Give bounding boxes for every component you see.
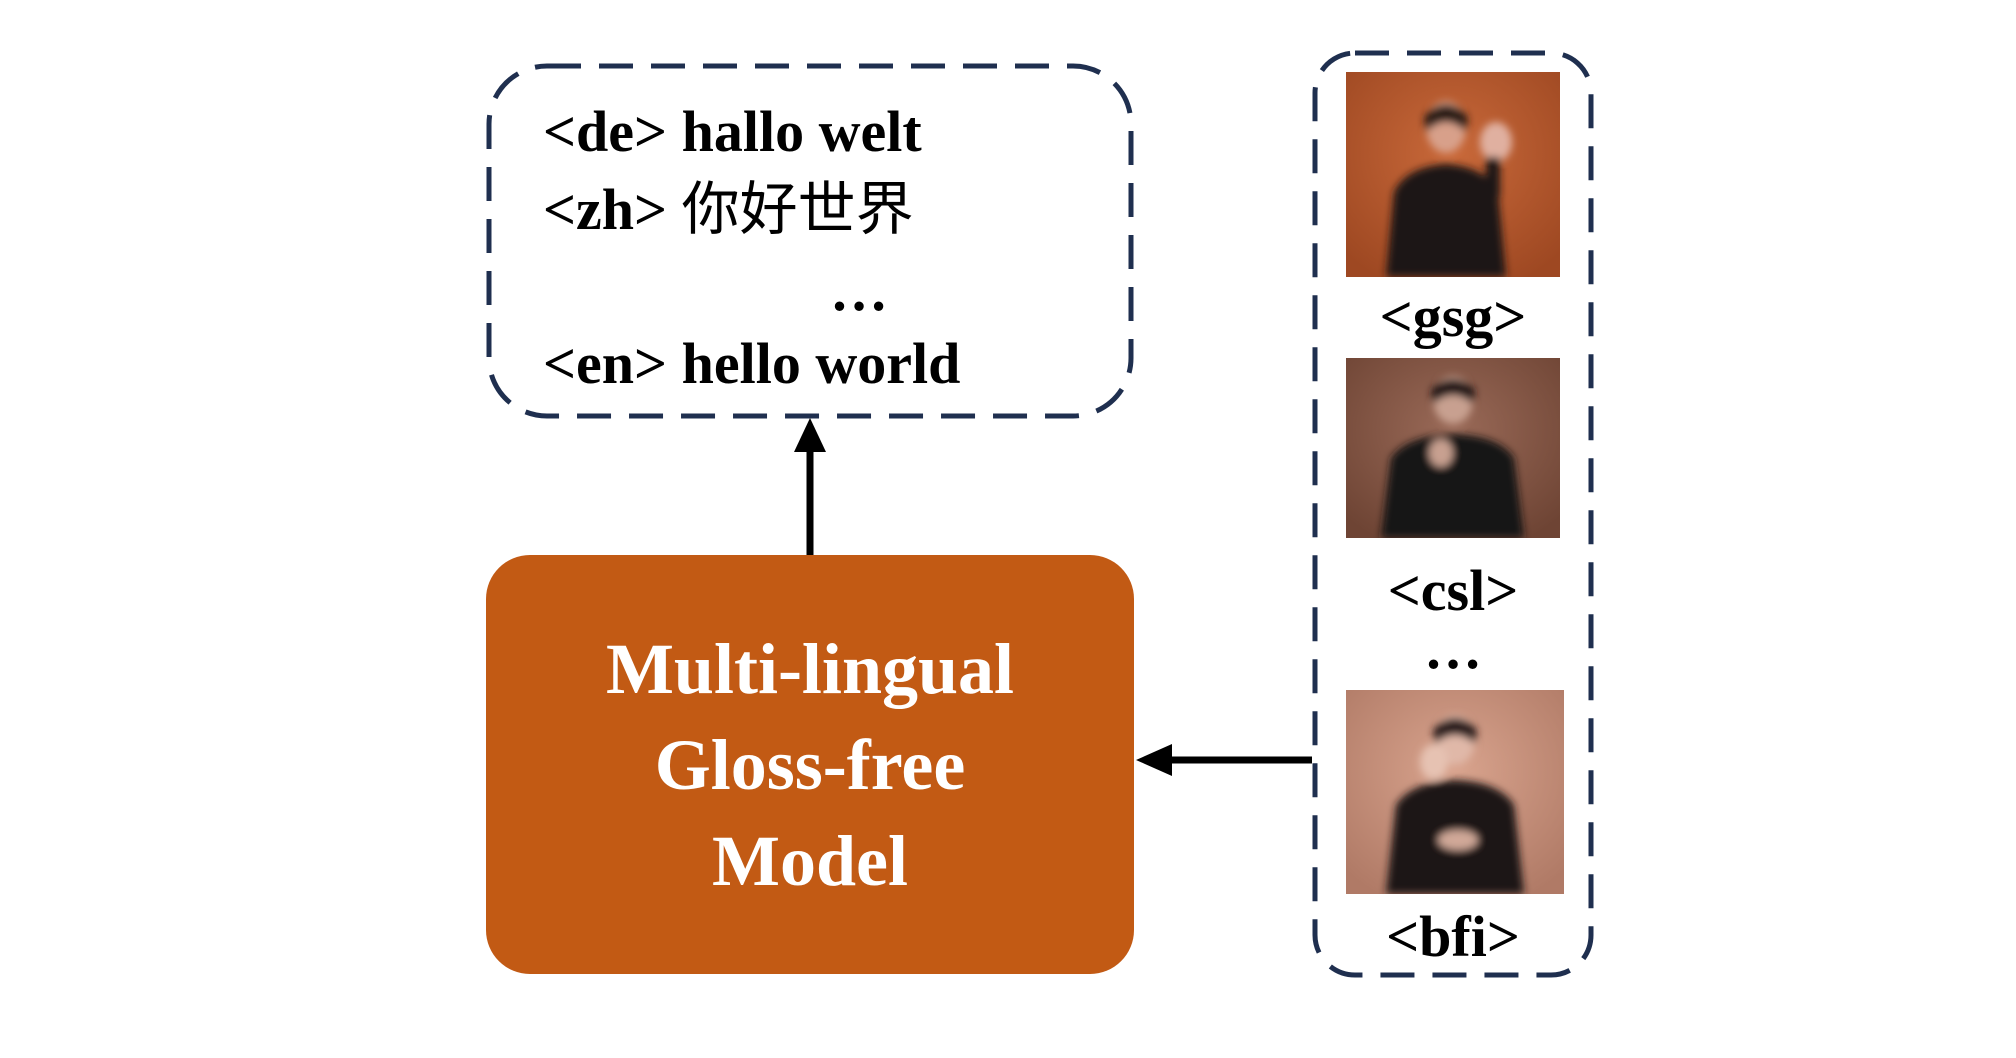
output-text-zh: 你好世界	[681, 175, 914, 243]
model-title-line-1: Multi-lingual	[605, 628, 1015, 709]
sign-video-inputs-box	[1312, 50, 1594, 978]
signer-video-frame-icon	[1346, 358, 1560, 538]
model-title-line-2: Gloss-free	[654, 724, 966, 805]
model-title-line-3: Model	[712, 820, 908, 901]
output-line-en: <en> hello world	[543, 335, 960, 393]
output-translations-box	[486, 63, 1134, 419]
dashed-border	[1312, 50, 1594, 978]
output-text-en: hello world	[681, 331, 961, 396]
video-ellipsis: …	[1424, 616, 1482, 681]
video-label-gsg: <gsg>	[1379, 284, 1527, 349]
lang-tag-de: <de>	[543, 99, 668, 164]
output-text-de: hallo welt	[681, 99, 922, 164]
arrow-videos-to-model-icon	[1136, 744, 1312, 776]
lang-tag-en: <en>	[543, 331, 668, 396]
signer-video-frame-icon	[1346, 72, 1560, 277]
multilingual-gloss-free-model-box: Multi-lingual Gloss-free Model	[486, 555, 1134, 974]
lang-tag-zh: <zh>	[543, 177, 668, 242]
signer-video-frame-icon	[1346, 690, 1564, 894]
output-line-de: <de> hallo welt	[543, 103, 922, 161]
output-line-zh: <zh> 你好世界	[543, 180, 914, 239]
arrow-model-to-output-icon	[794, 418, 826, 555]
video-label-csl: <csl>	[1387, 558, 1519, 623]
output-ellipsis: …	[830, 258, 888, 323]
video-label-bfi: <bfi>	[1386, 904, 1520, 969]
dashed-border	[486, 63, 1134, 419]
